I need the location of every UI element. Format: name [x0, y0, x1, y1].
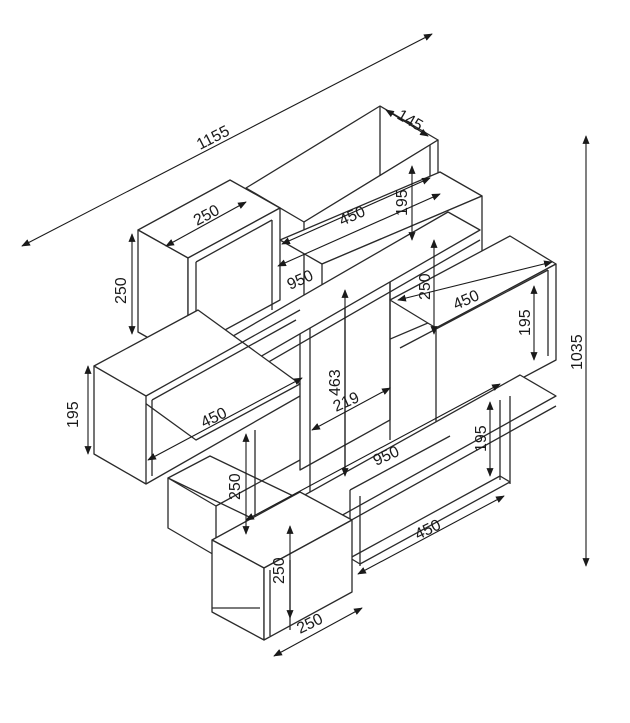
dim-250-bottom	[273, 607, 363, 657]
dim-950-lower	[245, 383, 501, 521]
label-250-bottom-box: 250	[271, 557, 288, 584]
label-195-right: 195	[517, 309, 534, 336]
dimension-lines	[21, 33, 590, 657]
label-195-top: 195	[394, 189, 411, 216]
label-195-lower-right: 195	[473, 425, 490, 452]
label-250-right: 250	[417, 273, 434, 300]
label-250-left: 250	[113, 277, 130, 304]
dim-450-right	[397, 260, 553, 302]
label-195-left: 195	[65, 401, 82, 428]
label-250-lower-left: 250	[227, 473, 244, 500]
label-463: 463	[327, 369, 344, 396]
dim-950-upper	[277, 193, 441, 267]
label-1035: 1035	[569, 334, 586, 370]
label-1155: 1155	[194, 123, 232, 154]
dim-1155	[21, 33, 433, 247]
dim-145	[385, 109, 429, 137]
shelf-unit	[93, 105, 557, 641]
dim-250-top	[165, 201, 247, 247]
dim-450-bottom	[357, 495, 505, 575]
